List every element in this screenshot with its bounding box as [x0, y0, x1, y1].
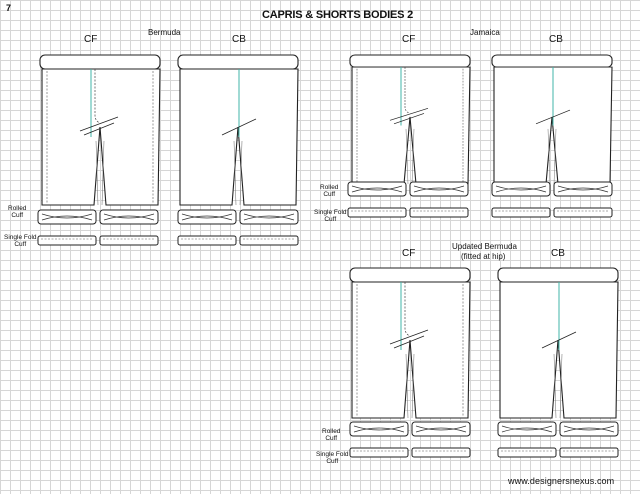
bermuda-front-single-cuff [37, 235, 159, 246]
bermuda-single-cuff-label: Single Fold Cuff [4, 234, 37, 249]
bermuda-rolled-cuff-label: Rolled Cuff [8, 205, 27, 220]
updated-bermuda-front-sketch [349, 267, 471, 419]
updated-bermuda-cf-label: CF [402, 248, 416, 259]
jamaica-rolled-cuff-label: Rolled Cuff [320, 184, 339, 199]
bermuda-front-sketch [39, 54, 161, 206]
updated-bermuda-single-cuff-label: Single Fold Cuff [316, 451, 349, 466]
updated-bermuda-back-sketch [497, 267, 619, 419]
footer-website: www.designersnexus.com [508, 476, 615, 486]
bermuda-back-rolled-cuff [177, 209, 299, 225]
bermuda-back-sketch [177, 54, 299, 206]
jamaica-back-rolled-cuff [491, 181, 613, 197]
jamaica-cf-label: CF [402, 34, 416, 45]
page-number: 7 [6, 3, 12, 13]
updated-bermuda-back-rolled-cuff [497, 421, 619, 437]
jamaica-back-sketch [491, 54, 613, 185]
section-title-updated-bermuda: Updated Bermuda [452, 242, 517, 251]
jamaica-single-cuff-label: Single Fold Cuff [314, 209, 347, 224]
bermuda-cf-label: CF [84, 34, 98, 45]
bermuda-cb-label: CB [232, 34, 246, 45]
jamaica-cb-label: CB [549, 34, 563, 45]
updated-bermuda-front-rolled-cuff [349, 421, 471, 437]
section-title-jamaica: Jamaica [470, 28, 500, 37]
bermuda-back-single-cuff [177, 235, 299, 246]
updated-bermuda-rolled-cuff-label: Rolled Cuff [322, 428, 341, 443]
jamaica-front-single-cuff [347, 207, 469, 218]
jamaica-back-single-cuff [491, 207, 613, 218]
updated-bermuda-front-single-cuff [349, 447, 471, 458]
jamaica-front-rolled-cuff [347, 181, 469, 197]
jamaica-front-sketch [349, 54, 471, 185]
section-title-bermuda: Bermuda [148, 28, 181, 37]
updated-bermuda-back-single-cuff [497, 447, 619, 458]
section-subtitle-updated-bermuda: (fitted at hip) [461, 252, 506, 261]
bermuda-front-rolled-cuff [37, 209, 159, 225]
updated-bermuda-cb-label: CB [551, 248, 565, 259]
page-title: CAPRIS & SHORTS BODIES 2 [262, 9, 414, 21]
